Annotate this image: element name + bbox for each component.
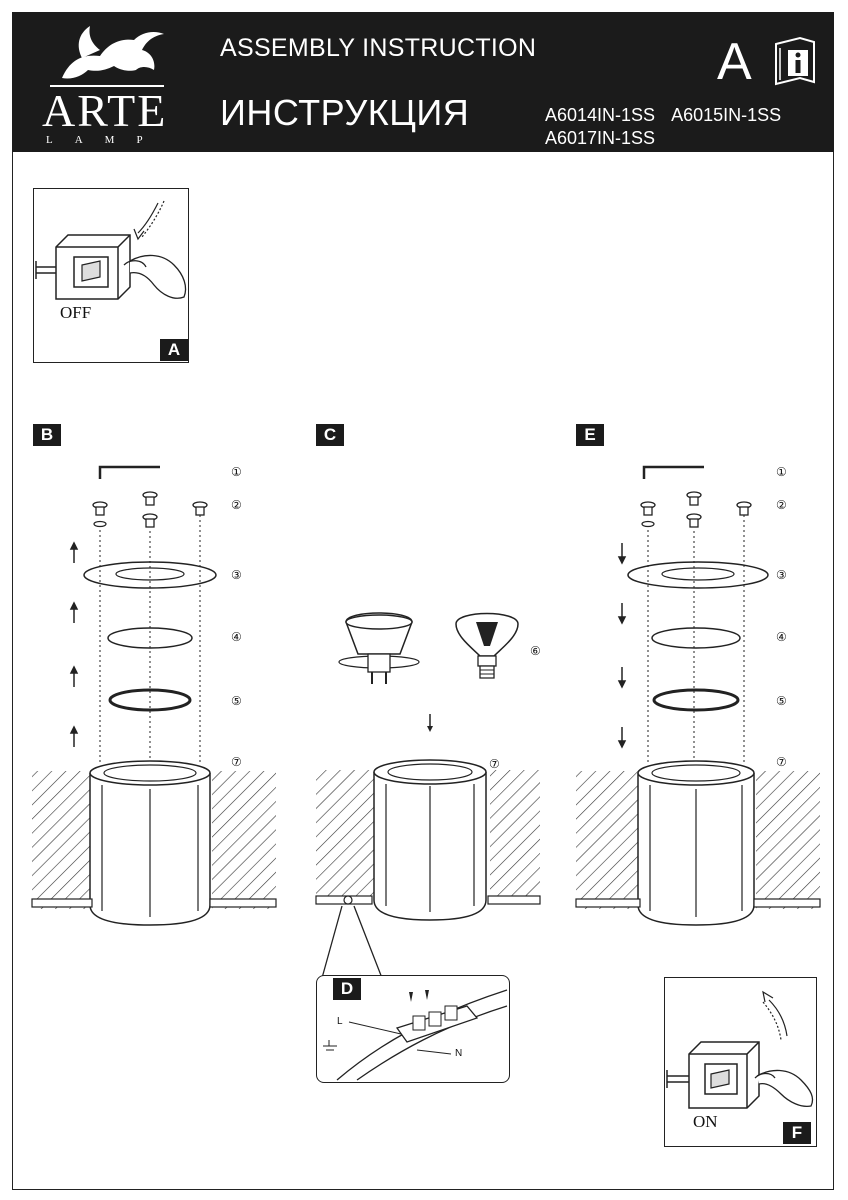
page-letter: A [717,33,752,91]
switch-off-label: OFF [60,303,92,322]
title-russian: ИНСТРУКЦИЯ [220,92,470,133]
part-number-5-e: ⑤ [776,694,787,708]
model-number: A6014IN-1SS [545,105,656,125]
model-number: A6017IN-1SS [545,128,656,148]
step-b-tag: B [33,424,61,446]
step-e-assembly-diagram [575,465,821,926]
part-number-7-c: ⑦ [489,757,500,771]
wiring-terminal-illustration [323,989,508,1081]
manual-info-icon [775,36,815,86]
part-number-7: ⑦ [231,755,242,769]
switch-on-illustration [666,990,814,1109]
model-list: A6014IN-1SS A6015IN-1SS A6017IN-1SS [545,104,797,150]
part-number-3: ③ [231,568,242,582]
step-d-panel: D L N [316,975,510,1083]
step-c-tag: C [316,424,344,446]
part-number-1-e: ① [776,465,787,479]
part-number-2-e: ② [776,498,787,512]
part-number-3-e: ③ [776,568,787,582]
part-number-1: ① [231,465,242,479]
part-number-4: ④ [231,630,242,644]
part-number-2: ② [231,498,242,512]
step-d-tag: D [333,978,361,1000]
wire-label-neutral: N [455,1048,463,1059]
brand-subtitle: LAMP [46,134,165,146]
step-e-tag: E [576,424,604,446]
wire-label-live: L [337,1016,343,1027]
part-number-6: ⑥ [530,644,541,658]
part-number-7-e: ⑦ [776,755,787,769]
part-number-4-e: ④ [776,630,787,644]
step-a-panel: OFF A [33,188,189,363]
lion-logo-icon [50,26,164,87]
model-number: A6015IN-1SS [671,105,782,125]
step-c-lamp-diagram [315,612,541,979]
part-number-5: ⑤ [231,694,242,708]
step-f-tag: F [783,1122,811,1144]
step-f-panel: ON F [664,977,817,1147]
brand-wordmark: ARTE [42,85,168,136]
switch-on-label: ON [693,1112,718,1131]
title-english: ASSEMBLY INSTRUCTION [220,34,537,62]
header-bar: ARTE LAMP ASSEMBLY INSTRUCTION ИНСТРУКЦИ… [12,12,834,152]
step-b-disassembly-diagram [31,465,277,926]
switch-off-illustration [35,200,187,300]
step-a-tag: A [160,339,188,361]
